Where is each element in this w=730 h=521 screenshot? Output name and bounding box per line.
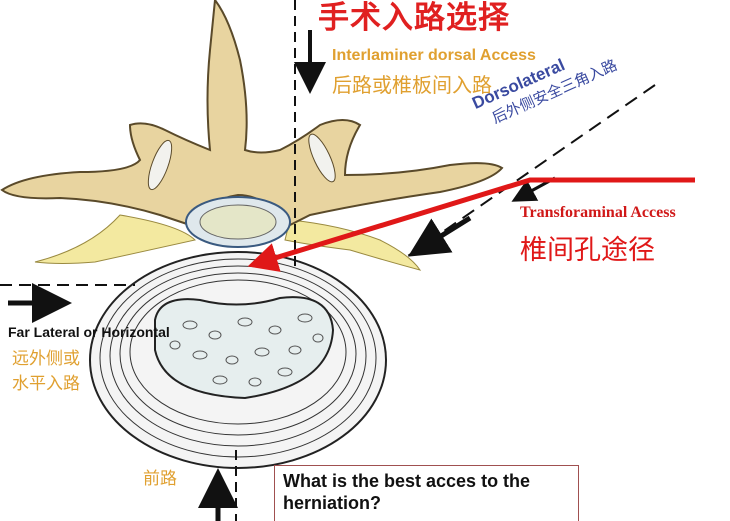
far-lateral-label-en: Far Lateral or Horizontal <box>8 324 170 340</box>
question-box: What is the best acces to the herniation… <box>274 465 579 521</box>
interlaminar-label-zh: 后路或椎板间入路 <box>332 73 492 97</box>
facet-right <box>308 133 336 183</box>
intervertebral-disc <box>89 251 387 469</box>
nerve-root-right <box>284 219 422 271</box>
far-lateral-label-zh-2: 水平入路 <box>12 374 80 394</box>
facet-left <box>147 139 173 191</box>
arrow-transforaminal-icon <box>408 215 472 257</box>
anterior-label-zh: 前路 <box>143 469 177 489</box>
transforaminal-label-en: Transforaminal Access <box>520 204 676 221</box>
nerve-root-left <box>34 214 196 264</box>
interlaminar-label-en: Interlaminer dorsal Access <box>332 47 536 64</box>
transforaminal-label-zh: 椎间孔途径 <box>520 235 655 266</box>
transforaminal-red-path <box>247 177 695 272</box>
far-lateral-label-zh-1: 远外侧或 <box>12 349 80 369</box>
cauda-equina <box>199 204 277 240</box>
nucleus-pulposus <box>154 296 335 400</box>
page-title: 手术入路选择 <box>318 0 510 36</box>
